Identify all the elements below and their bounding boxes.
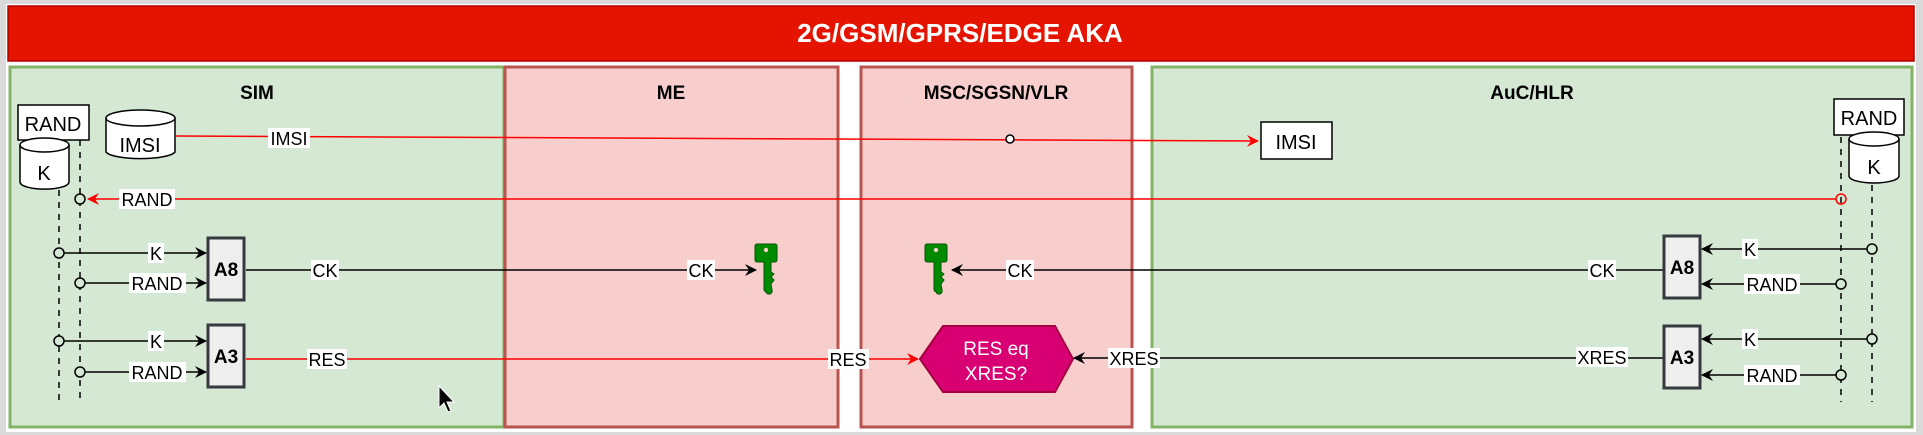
auc-a8-k-label: K bbox=[1744, 240, 1756, 260]
auc-a8-k-tap bbox=[1866, 243, 1878, 255]
sim-a8-block: A8 bbox=[206, 236, 246, 302]
me-key-icon bbox=[754, 243, 778, 295]
ck-flow-me-label: CK bbox=[688, 261, 713, 281]
ck-flow-msc-label: CK bbox=[1007, 261, 1032, 281]
xres-flow-auc-label: XRES bbox=[1577, 348, 1626, 368]
lane-title-sim: SIM bbox=[240, 83, 274, 104]
sim-a8-rand-label: RAND bbox=[131, 274, 182, 294]
imsi-flow-label: IMSI bbox=[270, 129, 307, 149]
compare-line-1: RES eq bbox=[963, 339, 1028, 360]
auc-a3-block: A3 bbox=[1662, 324, 1702, 390]
sim-a3-k-tap bbox=[53, 335, 65, 347]
sim-rand-box: RAND bbox=[17, 104, 90, 141]
svg-text:RAND: RAND bbox=[1841, 108, 1898, 130]
sim-a8-k-tap bbox=[53, 247, 65, 259]
lane-title-me: ME bbox=[657, 83, 686, 104]
title-bar: 2G/GSM/GPRS/EDGE AKA bbox=[7, 5, 1915, 62]
auc-k-label: K bbox=[1867, 157, 1881, 179]
sim-a3-block: A3 bbox=[206, 323, 246, 389]
svg-text:IMSI: IMSI bbox=[1275, 132, 1316, 154]
sim-a3-rand-label: RAND bbox=[131, 363, 182, 383]
compare-line-2: XRES? bbox=[965, 364, 1027, 385]
sim-a8-rand-tap bbox=[74, 277, 86, 289]
mouse-cursor-icon bbox=[438, 384, 456, 413]
compare-res-xres: RES eq XRES? bbox=[918, 325, 1075, 393]
svg-text:RAND: RAND bbox=[25, 114, 82, 136]
auc-rand-box: RAND bbox=[1833, 98, 1905, 136]
auc-a8-rand-tap bbox=[1835, 278, 1847, 290]
auc-a8-block: A8 bbox=[1662, 234, 1702, 300]
ck-flow-sim-label: CK bbox=[312, 261, 337, 281]
msc-key-icon bbox=[924, 243, 948, 295]
auc-a8-rand-label: RAND bbox=[1746, 275, 1797, 295]
auc-a3-k-tap bbox=[1866, 333, 1878, 345]
ck-flow-auc-label: CK bbox=[1589, 261, 1614, 281]
sim-k-storage-icon: K bbox=[19, 137, 70, 190]
imsi-flow bbox=[174, 134, 1259, 147]
res-flow-sim-label: RES bbox=[308, 350, 345, 370]
auc-a3-rand-label: RAND bbox=[1746, 366, 1797, 386]
sim-k-label: K bbox=[37, 163, 51, 185]
sim-a8-k-label: K bbox=[150, 244, 162, 264]
lane-title-auc: AuC/HLR bbox=[1490, 83, 1574, 104]
svg-text:A3: A3 bbox=[1670, 348, 1694, 369]
sim-rand-receive-point bbox=[74, 193, 86, 205]
res-flow-me-label: RES bbox=[829, 350, 866, 370]
svg-text:A8: A8 bbox=[1670, 258, 1694, 279]
lane-sim: SIM bbox=[8, 65, 506, 429]
sim-imsi-label: IMSI bbox=[119, 135, 160, 157]
auc-k-storage-icon: K bbox=[1848, 131, 1900, 184]
auc-a3-rand-tap bbox=[1835, 369, 1847, 381]
svg-text:A3: A3 bbox=[214, 347, 238, 368]
sim-imsi-storage-icon: IMSI bbox=[105, 109, 176, 160]
diagram-title: 2G/GSM/GPRS/EDGE AKA bbox=[797, 18, 1123, 48]
xres-flow-msc-label: XRES bbox=[1109, 349, 1158, 369]
auc-a3-k-label: K bbox=[1744, 330, 1756, 350]
imsi-flow-waypoint bbox=[1005, 134, 1015, 144]
svg-text:A8: A8 bbox=[214, 260, 238, 281]
lane-me: ME bbox=[503, 65, 840, 429]
lane-title-msc: MSC/SGSN/VLR bbox=[924, 83, 1069, 104]
auc-imsi-box: IMSI bbox=[1260, 121, 1333, 160]
sim-a3-rand-tap bbox=[74, 366, 86, 378]
sim-a3-k-label: K bbox=[150, 332, 162, 352]
rand-flow-label: RAND bbox=[121, 190, 172, 210]
